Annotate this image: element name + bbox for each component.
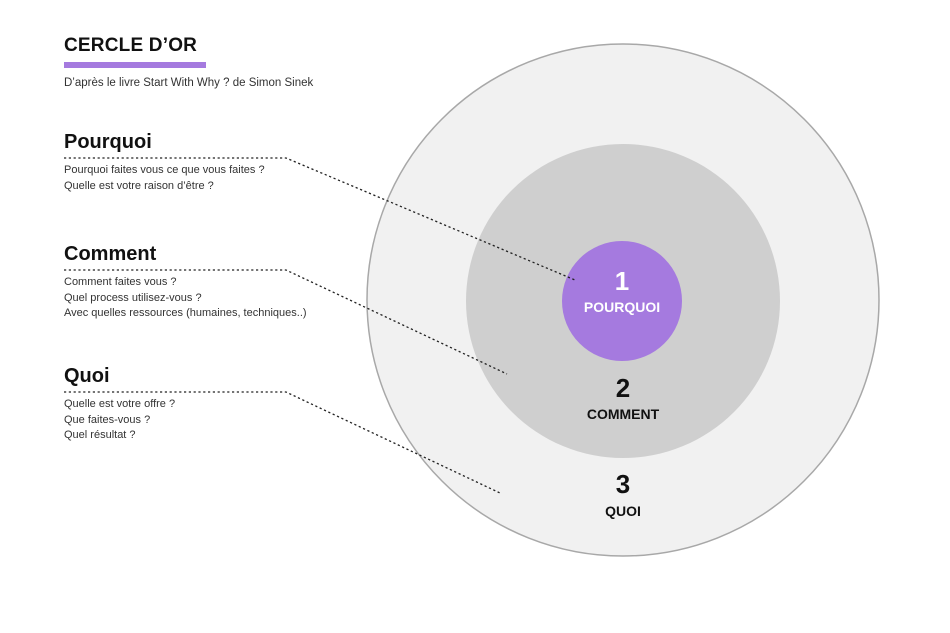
- section-text-comment: Comment faites vous ? Quel process utili…: [64, 275, 364, 322]
- section-text-quoi: Quelle est votre offre ? Que faites-vous…: [64, 397, 364, 444]
- section-text-pourquoi: Pourquoi faites vous ce que vous faites …: [64, 163, 364, 194]
- connector-comment: [64, 269, 508, 375]
- circle-label-comment: COMMENT: [587, 406, 660, 422]
- section-heading-pourquoi: Pourquoi: [64, 131, 152, 153]
- section-heading-comment: Comment: [64, 243, 157, 265]
- section-line: Pourquoi faites vous ce que vous faites …: [64, 164, 265, 176]
- section-quoi: Quoi Quelle est votre offre ? Que faites…: [64, 363, 364, 444]
- page-title: CERCLE D’OR: [64, 35, 198, 56]
- page-subtitle: D’après le livre Start With Why ? de Sim…: [64, 77, 314, 89]
- section-line: Quel résultat ?: [64, 429, 136, 441]
- title-underline: [64, 62, 206, 68]
- connector-quoi: [64, 391, 501, 494]
- circle-label-quoi: QUOI: [605, 503, 641, 519]
- section-comment: Comment Comment faites vous ? Quel proce…: [64, 241, 364, 322]
- section-line: Quelle est votre offre ?: [64, 398, 176, 410]
- circle-number-2: 2: [616, 373, 630, 403]
- inner-circle: [562, 241, 682, 361]
- circle-number-3: 3: [616, 469, 630, 499]
- section-line: Comment faites vous ?: [64, 276, 177, 288]
- section-line: Que faites-vous ?: [64, 413, 151, 426]
- section-pourquoi: Pourquoi Pourquoi faites vous ce que vou…: [64, 129, 364, 194]
- section-heading-quoi: Quoi: [64, 365, 110, 387]
- connector-pourquoi: [64, 157, 576, 281]
- section-line: Quel process utilisez-vous ?: [64, 291, 202, 304]
- section-line: Avec quelles ressources (humaines, techn…: [64, 307, 307, 319]
- section-line: Quelle est votre raison d’être ?: [64, 179, 214, 192]
- circle-label-pourquoi: POURQUOI: [584, 299, 660, 315]
- header: CERCLE D’OR: [64, 34, 206, 68]
- circle-number-1: 1: [615, 266, 629, 296]
